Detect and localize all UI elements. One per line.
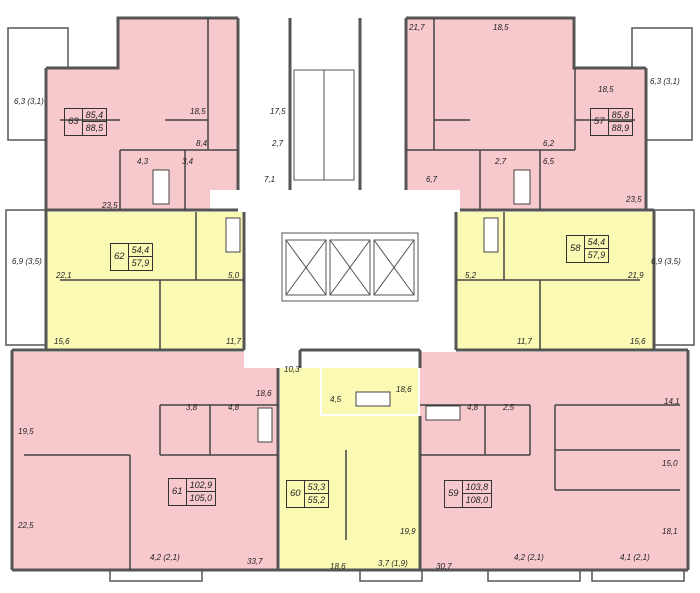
room-label: 4,3	[137, 157, 149, 166]
room-label: 2,7	[495, 157, 507, 166]
room-label: 15,6	[54, 337, 70, 346]
room-label: 18,1	[662, 527, 678, 536]
room-label: 21,9	[628, 271, 644, 280]
room-label: 23,5	[102, 201, 118, 210]
room-label: 8,4	[196, 139, 208, 148]
room-label: 3,7 (1,9)	[378, 559, 408, 568]
room-label: 2,5	[503, 403, 515, 412]
apt-61-fill	[12, 352, 278, 570]
room-label: 4,2 (2,1)	[514, 553, 544, 562]
apt-number: 60	[287, 481, 305, 507]
apt-area-balcony: 88,5	[82, 121, 107, 134]
apt-area: 54,4	[587, 237, 606, 247]
apt-area: 85,8	[611, 110, 630, 120]
balcony-mid-left	[5, 209, 47, 346]
room-label: 15,6	[630, 337, 646, 346]
room-label: 22,1	[56, 271, 72, 280]
apt-number: 59	[445, 481, 463, 507]
apt-58-fill	[456, 212, 654, 350]
room-label: 6,5	[543, 157, 555, 166]
elevator-2	[329, 239, 371, 296]
room-label: 22,5	[18, 521, 34, 530]
room-label: 23,5	[626, 195, 642, 204]
bathtub-62	[225, 217, 241, 253]
room-label: 5,2	[465, 271, 477, 280]
room-label: 4,8	[467, 403, 479, 412]
room-label: 14,1	[664, 397, 680, 406]
apt-63-fill	[46, 18, 238, 210]
room-label: 19,5	[18, 427, 34, 436]
apt-area: 53,3	[307, 482, 326, 492]
room-label: 18,6	[256, 389, 272, 398]
room-label: 18,5	[493, 23, 509, 32]
room-label: 17,5	[270, 107, 286, 116]
apt-57-fill	[406, 18, 646, 210]
apt-area: 85,4	[85, 110, 104, 120]
apt-number: 57	[591, 109, 609, 135]
room-label: 4,1 (2,1)	[620, 553, 650, 562]
apt-number: 62	[111, 244, 129, 270]
room-label: 15,0	[662, 459, 678, 468]
room-label: 18,6	[396, 385, 412, 394]
room-label: 6,9 (3,5)	[12, 257, 42, 266]
apt-area-balcony: 57,9	[584, 248, 609, 261]
room-label: 6,3 (3,1)	[650, 77, 680, 86]
room-label: 4,8	[228, 403, 240, 412]
bathtub-61	[257, 407, 273, 443]
bathtub-63	[152, 169, 170, 205]
room-label: 11,7	[226, 337, 241, 346]
apt-area: 102,9	[189, 480, 213, 490]
room-label: 21,7	[409, 23, 425, 32]
apt-area-balcony: 88,9	[608, 121, 633, 134]
room-label: 10,3	[284, 365, 300, 374]
room-label: 18,6	[330, 562, 346, 571]
room-label: 18,5	[190, 107, 206, 116]
apt-number: 61	[169, 479, 187, 505]
apt-area-balcony: 105,0	[186, 491, 216, 504]
apt-60-fill	[280, 368, 420, 570]
bathtub-58	[483, 217, 499, 253]
apt-59-fill	[420, 352, 688, 570]
apt-area: 54,4	[131, 245, 150, 255]
apt-number: 58	[567, 236, 585, 262]
apt-62-fill	[46, 212, 244, 350]
room-label: 33,7	[247, 557, 263, 566]
apt-area-balcony: 108,0	[462, 493, 492, 506]
elevator-1	[285, 239, 327, 296]
room-label: 4,5	[330, 395, 342, 404]
room-label: 3,4	[182, 157, 194, 166]
apt-area-balcony: 57,9	[128, 256, 153, 269]
room-label: 30,7	[436, 562, 452, 571]
elevator-3	[373, 239, 415, 296]
room-label: 18,5	[598, 85, 614, 94]
apt-area: 103,8	[465, 482, 489, 492]
bathtub-57	[513, 169, 531, 205]
room-label: 6,3 (3,1)	[14, 97, 44, 106]
apt-number: 63	[65, 109, 83, 135]
balcony-mid-right	[653, 209, 695, 346]
room-label: 6,7	[426, 175, 438, 184]
room-label: 4,2 (2,1)	[150, 553, 180, 562]
apartment-fills	[12, 18, 688, 570]
room-label: 19,9	[400, 527, 416, 536]
room-label: 6,9 (3,5)	[651, 257, 681, 266]
bathtub-60	[355, 391, 391, 407]
room-label: 5,0	[228, 271, 240, 280]
room-label: 2,7	[272, 139, 284, 148]
bathtub-59	[425, 405, 461, 421]
room-label: 11,7	[517, 337, 532, 346]
apt-area-balcony: 55,2	[304, 493, 329, 506]
room-label: 7,1	[264, 175, 276, 184]
room-label: 6,2	[543, 139, 555, 148]
room-label: 3,8	[186, 403, 198, 412]
